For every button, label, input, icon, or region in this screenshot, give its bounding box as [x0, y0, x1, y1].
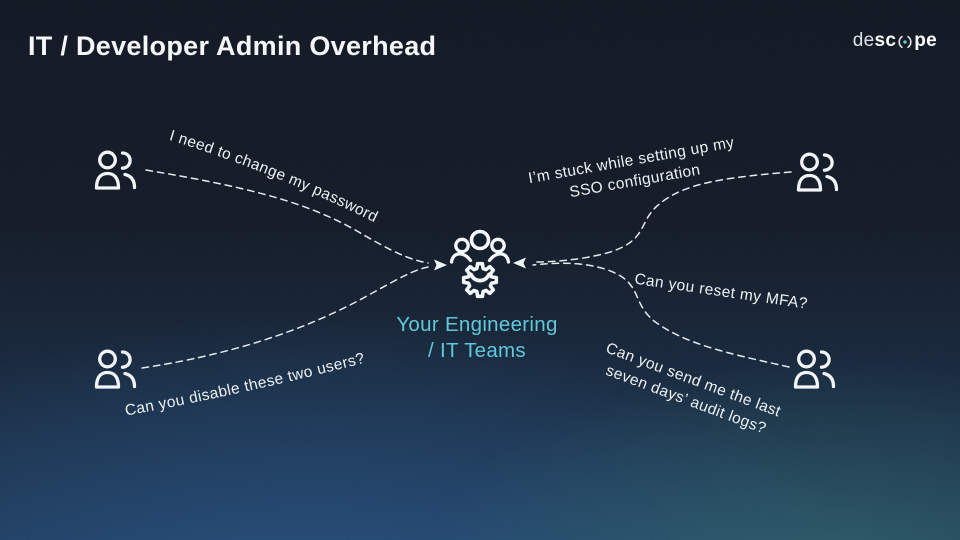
- gear-smile: [469, 272, 491, 283]
- team-head-right: [490, 237, 506, 254]
- team-shoulder-right: [487, 252, 511, 264]
- team-shoulder-left: [449, 252, 473, 264]
- center-team-label: Your Engineering / IT Teams: [396, 312, 557, 364]
- arrow-left-icon: [434, 259, 447, 271]
- request-curves: [141, 169, 792, 369]
- arrowheads: [434, 257, 526, 271]
- arrow-right-icon: [513, 257, 526, 269]
- team-head-center: [469, 229, 491, 251]
- curve-bottom-left: [141, 266, 429, 369]
- team-gear-icon: [449, 229, 511, 299]
- center-team-label-line2: / IT Teams: [428, 339, 526, 362]
- team-head-left: [454, 237, 470, 254]
- curve-bottom-right: [532, 262, 790, 368]
- curve-top-left: [145, 169, 429, 264]
- center-team-label-line1: Your Engineering: [396, 313, 558, 336]
- curve-top-right: [532, 171, 792, 263]
- gear-outline: [461, 261, 499, 299]
